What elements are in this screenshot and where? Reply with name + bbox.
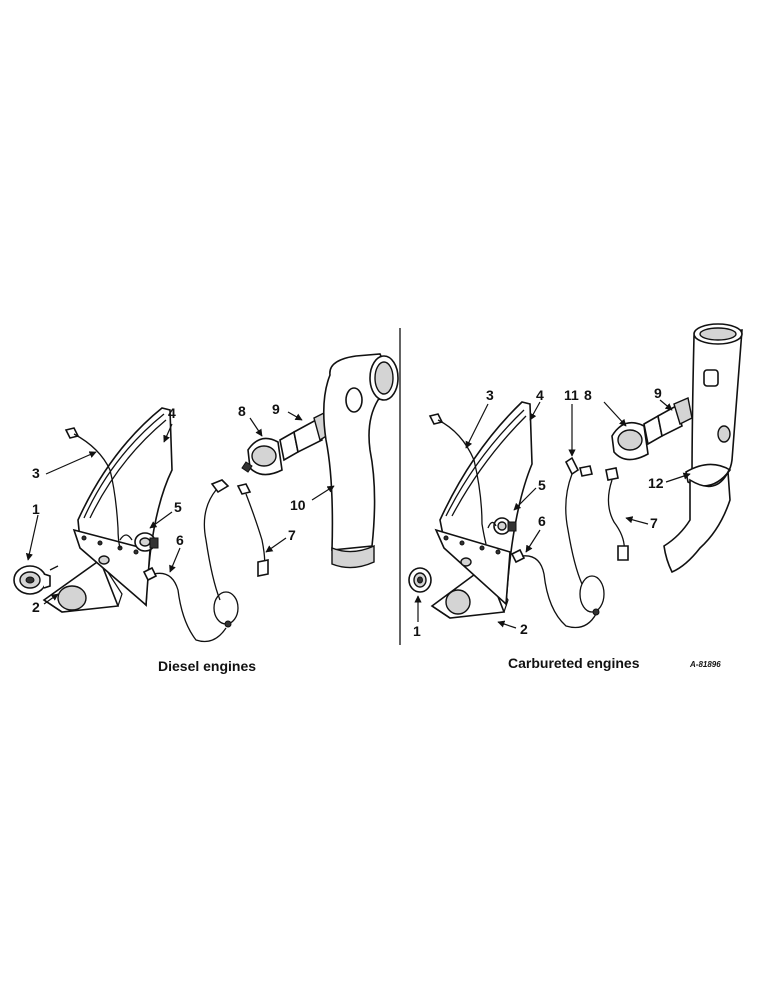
carbureted-part-3-wire <box>428 413 487 545</box>
diesel-callouts: 1 2 3 4 5 6 7 8 9 10 <box>32 401 306 615</box>
carbureted-caption: Carbureted engines <box>508 655 640 671</box>
diesel-assembly <box>13 353 399 643</box>
carbureted-callout-8: 8 <box>584 387 592 403</box>
carbureted-callout-5: 5 <box>538 477 546 493</box>
carbureted-assembly <box>408 323 743 629</box>
diesel-callout-7: 7 <box>288 527 296 543</box>
diesel-callout-2: 2 <box>32 599 40 615</box>
carbureted-part-11-clip <box>564 456 593 585</box>
diesel-part-1-gauge <box>13 565 51 595</box>
diesel-part-10-elbow <box>322 353 399 569</box>
diesel-part-6-wire <box>142 566 239 643</box>
diesel-callout-3: 3 <box>32 465 40 481</box>
diesel-part-5-sender <box>119 532 159 552</box>
carbureted-callout-7: 7 <box>650 515 658 531</box>
diesel-callout-4: 4 <box>168 405 176 421</box>
diesel-leaders <box>25 411 335 605</box>
carbureted-callout-11: 11 <box>564 387 579 403</box>
diesel-callout-9: 9 <box>272 401 280 417</box>
carbureted-part-7-wire <box>605 467 629 561</box>
carbureted-callouts: 1 2 3 4 5 6 7 8 9 11 12 <box>413 385 664 639</box>
carbureted-callout-9: 9 <box>654 385 662 401</box>
diesel-part-7-wire <box>203 479 269 601</box>
diesel-callout-8: 8 <box>238 403 246 419</box>
carbureted-part-5-sender <box>487 517 517 535</box>
carbureted-callout-2: 2 <box>520 621 528 637</box>
diesel-callout-1: 1 <box>32 501 40 517</box>
diesel-plate <box>72 528 151 607</box>
reference-number: A-81896 <box>690 660 721 669</box>
carbureted-part-6-wire <box>510 548 605 629</box>
diesel-caption: Diesel engines <box>158 658 257 674</box>
carbureted-callout-1: 1 <box>413 623 421 639</box>
carbureted-callout-3: 3 <box>486 387 494 403</box>
carbureted-part-12-pipe <box>663 323 743 574</box>
diesel-part-8-fitting <box>241 430 299 476</box>
carbureted-part-8-fitting <box>611 414 663 461</box>
diesel-callout-10: 10 <box>290 497 306 513</box>
carbureted-leaders <box>414 399 691 629</box>
diesel-callout-6: 6 <box>176 532 184 548</box>
carbureted-part-9-adapter <box>657 397 693 438</box>
diesel-part-3-wire <box>64 427 121 549</box>
diesel-callout-5: 5 <box>174 499 182 515</box>
carbureted-callout-12: 12 <box>648 475 664 491</box>
carbureted-callout-4: 4 <box>536 387 544 403</box>
carbureted-plate <box>434 528 511 606</box>
carbureted-callout-6: 6 <box>538 513 546 529</box>
carbureted-part-1-gauge <box>408 567 432 593</box>
